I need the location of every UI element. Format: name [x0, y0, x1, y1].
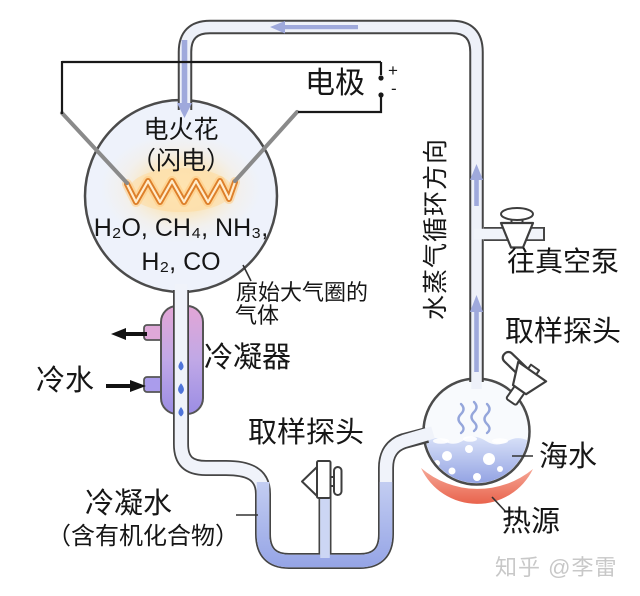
electrode-wires: [60, 60, 383, 114]
terminal-plus-dot: [378, 75, 384, 81]
gases-formula-line2: H₂, CO: [141, 248, 221, 276]
heat-source-crescent: [421, 468, 533, 504]
spark-label: 电火花: [143, 116, 219, 144]
u-tube-liquid: [256, 482, 393, 568]
cold-water-label: 冷水: [36, 365, 95, 397]
terminal-minus-dot: [378, 92, 384, 98]
sampling-probe-bottom-label: 取样探头: [248, 417, 365, 449]
sampling-probe-top-icon: [501, 350, 548, 406]
sampling-valve-bottom-icon: [301, 460, 343, 499]
atmosphere-label-line1: 原始大气圈的: [236, 280, 369, 305]
cold-water-arrows: [106, 328, 147, 392]
wire-minus: [298, 97, 383, 114]
flow-arrow-down-icon: [177, 40, 192, 118]
leader-atmosphere: [242, 264, 252, 282]
atmosphere-label-line2: 气体: [235, 303, 280, 328]
bubbles: [434, 445, 503, 481]
spark-zigzag-icon: [122, 176, 240, 207]
water-out-arrow-icon: [111, 328, 147, 340]
reaction-flask: [60, 98, 299, 294]
droplet-icons: [178, 361, 184, 417]
condensed-water-label-line2: （含有机化合物）: [47, 523, 239, 550]
leader-lines: [236, 264, 533, 516]
electrode-rod-left: [60, 111, 129, 185]
condensed-water-label-line1: 冷凝水: [85, 488, 173, 520]
watermark: 知乎 @李雷: [495, 555, 618, 580]
electrode-rods: [60, 110, 299, 185]
vacuum-stopcock-icon: [499, 207, 535, 249]
minus-terminal-label: -: [391, 79, 397, 98]
gases-formula-line1: H₂O, CH₄, NH₃,: [93, 214, 269, 242]
sampling-probe-top-label: 取样探头: [505, 316, 622, 348]
water-foam: [433, 436, 508, 444]
heat-source-label: 热源: [502, 506, 561, 538]
vacuum-pump-label: 往真空泵: [507, 246, 620, 277]
leader-heat-source: [491, 496, 507, 513]
water-in-arrow-icon: [106, 380, 146, 392]
flow-arrow-up-low-icon: [470, 295, 483, 372]
spark-sub-label: （闪电）: [130, 147, 231, 175]
vapor-direction-label: 水蒸气循环方向: [422, 138, 450, 321]
flow-arrow-up-mid-icon: [470, 164, 483, 206]
electrode-rod-right: [233, 110, 299, 183]
condenser-label: 冷凝器: [204, 342, 292, 374]
plus-terminal-label: +: [388, 61, 398, 80]
flow-arrow-left-icon: [270, 21, 358, 34]
electrode-label: 电极: [305, 67, 365, 100]
seawater-label: 海水: [539, 441, 598, 473]
flow-arrows: [177, 21, 483, 372]
steam-icon: [457, 400, 491, 435]
